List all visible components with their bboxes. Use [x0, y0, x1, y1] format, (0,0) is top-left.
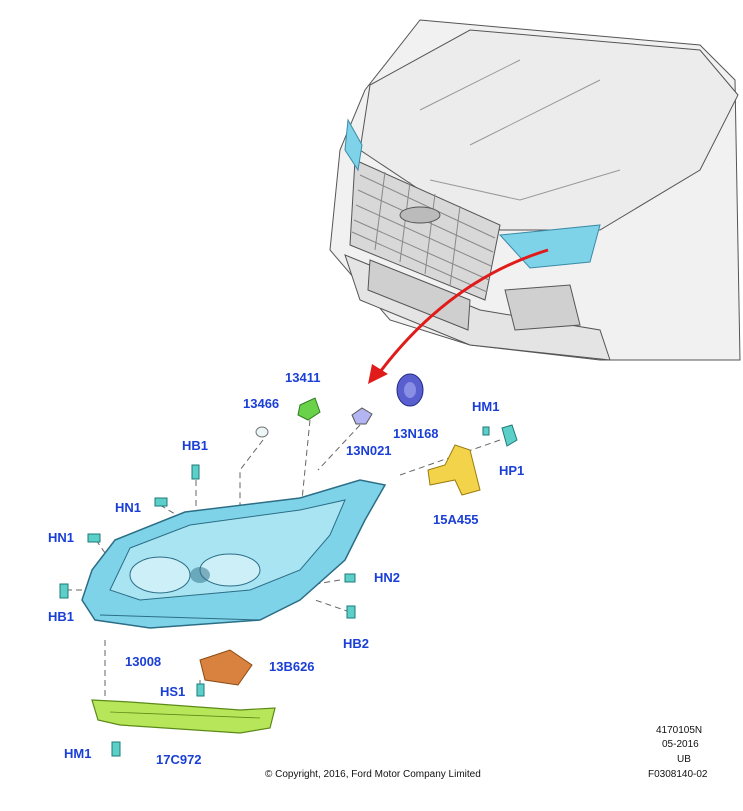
- label-HB2: HB2: [343, 636, 370, 651]
- bulb-13411: [297, 397, 321, 421]
- label-13N168: 13N168: [393, 426, 439, 441]
- label-13008: 13008: [125, 654, 162, 669]
- label-HN1-upper: HN1: [115, 500, 142, 515]
- label-HM1-top: HM1: [472, 399, 500, 414]
- location-arrow: [368, 248, 549, 384]
- label-13466: 13466: [243, 396, 280, 411]
- label-13B626: 13B626: [269, 659, 315, 674]
- label-HM1-bottom: HM1: [64, 746, 92, 761]
- copyright-text: © Copyright, 2016, Ford Motor Company Li…: [265, 769, 481, 780]
- label-HS1: HS1: [160, 684, 186, 699]
- bracket-15A455: [427, 444, 481, 496]
- label-HN1-lower: HN1: [48, 530, 75, 545]
- vehicle-front-illustration: [329, 19, 741, 361]
- label-17C972: 17C972: [156, 752, 202, 767]
- drawing-reference: F0308140-02: [648, 769, 708, 780]
- pad-13B626: [199, 649, 253, 686]
- label-13N021: 13N021: [346, 443, 392, 458]
- bulb-13N021: [351, 407, 373, 425]
- headlamp-assembly: [81, 479, 387, 629]
- shield-17C972: [91, 699, 276, 734]
- drawing-date: 05-2016: [662, 739, 699, 750]
- bulb-13466: [255, 426, 269, 438]
- cap-13N168: [396, 373, 424, 407]
- label-13411: 13411: [285, 370, 321, 385]
- label-HP1: HP1: [499, 463, 525, 478]
- label-HN2: HN2: [374, 570, 401, 585]
- drawing-variant: UB: [677, 754, 691, 765]
- label-HB1-top: HB1: [182, 438, 209, 453]
- drawing-code: 4170105N: [656, 725, 703, 736]
- label-15A455: 15A455: [433, 512, 479, 527]
- screws: [59, 426, 490, 757]
- pin-HP1: [501, 424, 518, 447]
- label-HB1-left: HB1: [48, 609, 75, 624]
